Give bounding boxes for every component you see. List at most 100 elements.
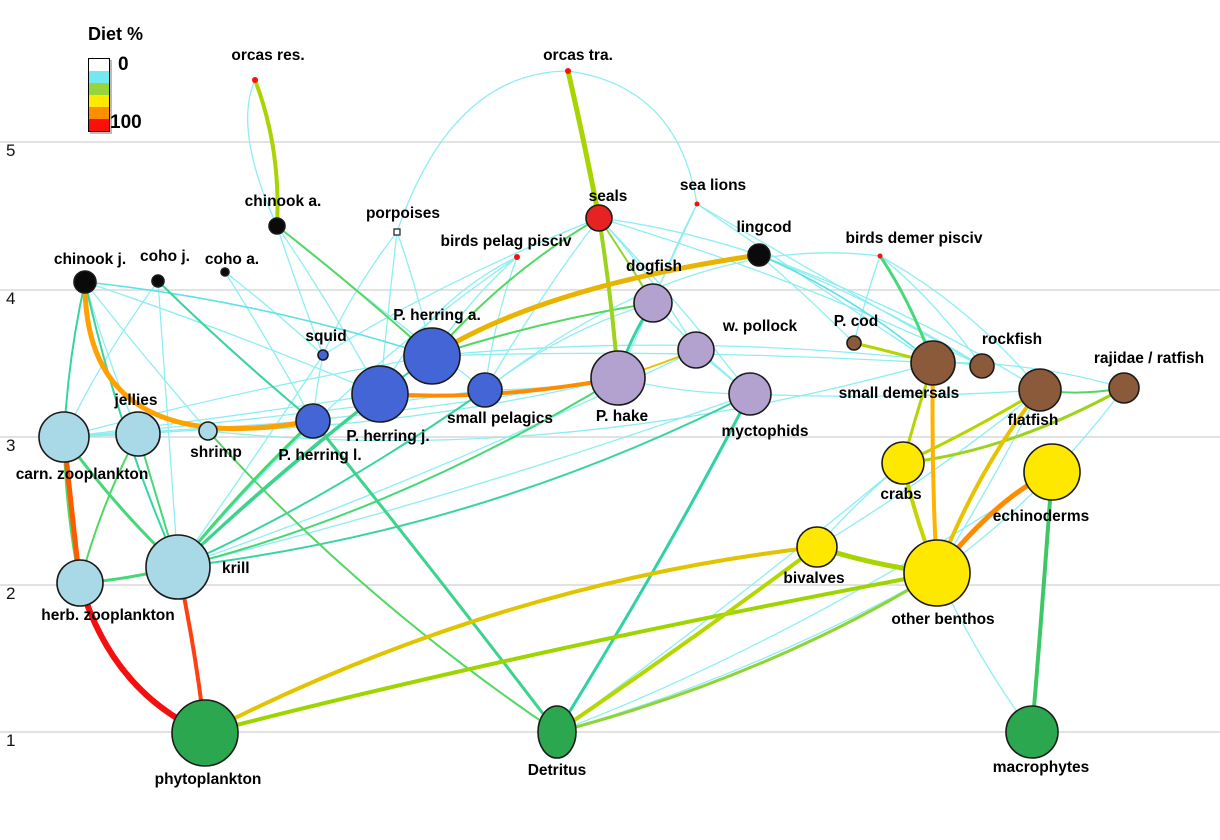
diet-legend: Diet % 0 100	[86, 24, 206, 133]
label-other_benthos: other benthos	[891, 611, 994, 628]
node-lingcod[interactable]	[747, 243, 771, 267]
node-coho_j[interactable]	[151, 274, 165, 288]
legend-color-segment	[89, 118, 109, 131]
label-bivalves: bivalves	[783, 570, 844, 587]
label-detritus: Detritus	[528, 762, 587, 779]
edge-lingcod-herring_a	[429, 252, 762, 359]
edge-macrophytes-echinoderms	[1030, 470, 1054, 734]
node-krill[interactable]	[145, 534, 211, 600]
legend-title: Diet %	[88, 24, 144, 44]
edge-detritus-herring_l	[311, 419, 559, 734]
edge-small_demersals-shrimp	[207, 362, 934, 442]
label-chinook_j: chinook j.	[54, 251, 126, 268]
edge-lingcod-p_cod	[758, 254, 855, 344]
edge-dogfish-small_pelagics	[484, 302, 654, 391]
node-herring_j[interactable]	[351, 365, 409, 423]
node-rajidae[interactable]	[1108, 372, 1140, 404]
node-coho_a[interactable]	[220, 267, 230, 277]
node-seals[interactable]	[585, 204, 613, 232]
edge-phytoplankton-other_benthos	[203, 571, 939, 735]
edge-coho_a-herring_l	[224, 271, 314, 422]
label-crabs: crabs	[880, 486, 921, 503]
node-herring_l[interactable]	[295, 403, 331, 439]
edge-seals-small_pelagics	[484, 217, 600, 391]
node-myctophids[interactable]	[728, 372, 772, 416]
legend-max-label: 100	[110, 112, 142, 133]
node-crabs[interactable]	[881, 441, 925, 485]
label-small_pelagics: small pelagics	[447, 410, 553, 427]
node-p_cod[interactable]	[846, 335, 862, 351]
label-birds_demer: birds demer pisciv	[846, 230, 983, 247]
node-chinook_j[interactable]	[73, 270, 97, 294]
edge-detritus-bivalves	[555, 545, 819, 734]
label-w_pollock: w. pollock	[722, 318, 798, 335]
node-phytoplankton[interactable]	[171, 699, 239, 767]
edge-orcas_tra-sea_lions	[567, 70, 698, 205]
node-squid[interactable]	[317, 349, 329, 361]
node-small_pelagics[interactable]	[467, 372, 503, 408]
legend-color-segment	[89, 106, 109, 119]
node-macrophytes[interactable]	[1005, 705, 1059, 759]
legend-colorbar	[88, 58, 110, 132]
label-macrophytes: macrophytes	[993, 759, 1089, 776]
edge-chinook_a-orcas_res	[247, 79, 278, 227]
node-chinook_a[interactable]	[268, 217, 286, 235]
node-dogfish[interactable]	[633, 283, 673, 323]
node-birds_demer[interactable]	[877, 253, 883, 259]
node-herb_zoop[interactable]	[56, 559, 104, 607]
node-orcas_tra[interactable]	[565, 68, 571, 74]
node-echinoderms[interactable]	[1023, 443, 1081, 501]
label-shrimp: shrimp	[190, 444, 242, 461]
edge-birds_demer-p_cod	[853, 255, 881, 344]
edge-porpoises-squid	[322, 231, 398, 356]
node-w_pollock[interactable]	[677, 331, 715, 369]
node-carn_zoop[interactable]	[38, 411, 90, 463]
node-rockfish[interactable]	[969, 353, 995, 379]
node-flatfish[interactable]	[1018, 368, 1062, 412]
node-birds_pelag[interactable]	[514, 254, 520, 260]
edge-chinook_j-herring_j	[84, 281, 381, 395]
node-detritus[interactable]	[537, 705, 577, 759]
node-herring_a[interactable]	[403, 327, 461, 385]
edge-chinook_a-squid	[276, 225, 324, 356]
label-sea_lions: sea lions	[680, 177, 746, 194]
edge-detritus-myctophids	[555, 392, 752, 734]
label-rockfish: rockfish	[982, 331, 1042, 348]
axis-tick-4: 4	[6, 289, 15, 308]
edge-rajidae-crabs	[901, 386, 1126, 465]
label-coho_j: coho j.	[140, 248, 190, 265]
node-bivalves[interactable]	[796, 526, 838, 568]
node-shrimp[interactable]	[198, 421, 218, 441]
label-herring_l: P. herring l.	[278, 447, 361, 464]
node-sea_lions[interactable]	[694, 201, 700, 207]
edge-detritus-other_benthos	[555, 571, 939, 734]
axis-tick-1: 1	[6, 731, 15, 750]
edge-coho_j-krill	[157, 280, 179, 568]
node-porpoises[interactable]	[393, 228, 401, 236]
label-herring_j: P. herring j.	[346, 428, 429, 445]
edge-dogfish-herring_a	[431, 302, 654, 357]
legend-color-segment	[89, 82, 109, 95]
edge-birds_demer-flatfish	[879, 255, 1041, 391]
edge-lingcod-small_demersals	[758, 254, 934, 364]
edge-detritus-shrimp	[207, 430, 558, 733]
node-orcas_res[interactable]	[252, 77, 258, 83]
node-other_benthos[interactable]	[903, 539, 971, 607]
edge-coho_a-squid	[224, 271, 324, 356]
edge-krill-p_hake	[177, 377, 619, 568]
label-dogfish: dogfish	[626, 258, 682, 275]
node-jellies[interactable]	[115, 411, 161, 457]
label-squid: squid	[305, 328, 346, 345]
label-chinook_a: chinook a.	[245, 193, 322, 210]
node-small_demersals[interactable]	[910, 340, 956, 386]
edge-seals-squid	[322, 217, 600, 356]
label-phytoplankton: phytoplankton	[155, 771, 262, 788]
label-seals: seals	[589, 188, 628, 205]
edge-birds_demer-rockfish	[879, 255, 983, 367]
node-p_hake[interactable]	[590, 350, 646, 406]
edge-flatfish-bivalves	[816, 389, 1041, 548]
edge-herring_l-carn_zoop	[63, 420, 314, 438]
label-orcas_res: orcas res.	[231, 47, 304, 64]
